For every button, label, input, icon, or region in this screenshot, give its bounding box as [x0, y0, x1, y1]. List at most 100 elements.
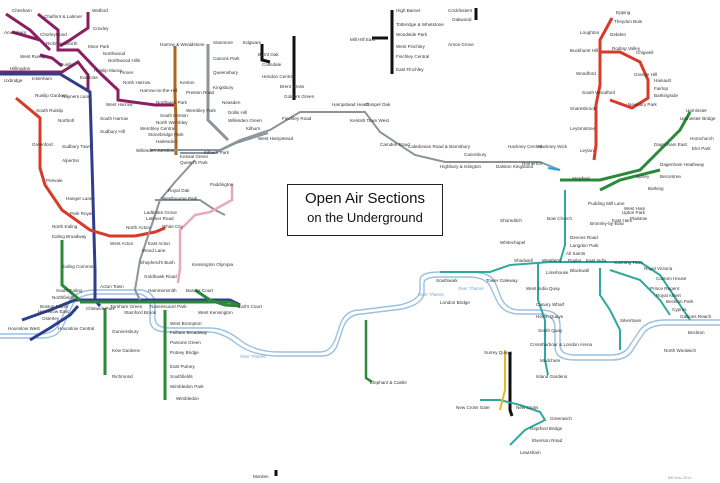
station-label: Woodside Park [396, 32, 428, 37]
station-label: Wood Lane [142, 248, 166, 253]
station-label: Beckton [688, 330, 705, 335]
station-label: Gunnersbury [112, 329, 139, 334]
station-label: West Harrow [106, 102, 133, 107]
station-label: Upney [636, 174, 650, 179]
station-label: Harrow & Wealdstone [160, 42, 205, 47]
station-label: Kilburn Park [204, 150, 230, 155]
station-label: Hammersmith [148, 288, 177, 293]
station-label: Arnos Grove [448, 42, 474, 47]
north-london-line [133, 111, 561, 301]
station-label: Chalfont & Latimer [44, 14, 83, 19]
station-label: Goldhawk Road [144, 274, 177, 279]
station-label: Fulham Broadway [170, 330, 208, 335]
jubilee-line [206, 44, 230, 142]
station-label: Woodford [576, 71, 596, 76]
station-label: Burnt Oak [258, 52, 279, 57]
station-label: Wimbledon Park [170, 384, 204, 389]
central-line [15, 96, 166, 238]
station-label: Stanmore [213, 40, 233, 45]
station-label: Fairlop [654, 86, 668, 91]
river-label-1: River Thames [240, 354, 267, 359]
station-label: Canning Town [614, 260, 643, 265]
district-east [560, 111, 692, 192]
station-label: Canonbury [464, 152, 487, 157]
station-label: Perivale [46, 178, 63, 183]
station-label: South Ealing [56, 288, 82, 293]
station-label: Kew Gardens [112, 348, 141, 353]
station-label: Latimer Road [146, 216, 174, 221]
station-label: Pinner [120, 70, 134, 75]
station-label: Dalston Kingsland [496, 164, 533, 169]
station-label: Paddington [210, 182, 234, 187]
station-label: Custom House [656, 276, 687, 281]
station-label: Greenford [32, 142, 53, 147]
northern-line [260, 8, 514, 476]
station-label: Greenwich [550, 416, 572, 421]
station-label: North Wembley [156, 120, 188, 125]
title-line-1: Open Air Sections [304, 190, 426, 207]
station-label: Parsons Green [170, 340, 201, 345]
station-label: Prince Regent [650, 286, 680, 291]
station-label: Island Gardens [536, 374, 568, 379]
station-label: North Woolwich [664, 348, 697, 353]
station-label: Whitechapel [500, 240, 525, 245]
station-label: Barkingside [654, 93, 678, 98]
station-label: Tower Gateway [486, 278, 518, 283]
station-label: West Finchley [396, 44, 425, 49]
station-labels: Chesham Watford Chalfont & Latimer Croxl… [4, 8, 716, 479]
station-label: White City [162, 224, 184, 229]
station-label: Kensal Green [180, 154, 209, 159]
station-label: Stamford Brook [124, 310, 157, 315]
station-label: East Finchley [396, 67, 424, 72]
station-label: Eastcote [80, 75, 98, 80]
station-label: Edgware [243, 40, 262, 45]
station-label: Camden Road [380, 142, 410, 147]
station-label: Leyton [580, 148, 594, 153]
station-label: Newbury Park [628, 102, 658, 107]
station-label: Pudding Mill Lane [588, 201, 625, 206]
station-label: High Barnet [396, 8, 421, 13]
station-label: Poplar [568, 258, 582, 263]
station-label: Upminster [686, 108, 707, 113]
station-label: Chorleywood [40, 32, 67, 37]
station-label: Rayners Lane [62, 94, 91, 99]
station-label: Westferry [542, 258, 562, 263]
station-label: Becontree [660, 174, 681, 179]
station-label: Stratford [572, 176, 590, 181]
station-label: Hackney Central [508, 144, 542, 149]
station-label: Theydon Bois [614, 19, 643, 24]
station-label: Southwark [436, 278, 458, 283]
station-label: Hornchurch [690, 136, 714, 141]
station-label: South Kenton [160, 113, 188, 118]
station-label: West Ruislip [20, 54, 46, 59]
station-label: Canary Wharf [536, 302, 565, 307]
east-london-line [499, 350, 506, 411]
station-label: North Harrow [123, 80, 151, 85]
station-label: Finchley Central [396, 54, 429, 59]
station-label: Queensbury [213, 70, 239, 75]
station-label: Elverson Road [532, 438, 563, 443]
station-label: Cyprus [672, 307, 687, 312]
station-label: Boston Manor [40, 304, 69, 309]
elephant-line [364, 320, 373, 384]
station-label: Sudbury Hill [100, 129, 125, 134]
station-label: Dollis Hill [228, 110, 247, 115]
station-label: Gallions Reach [680, 314, 712, 319]
station-label: West Kensington [198, 310, 233, 315]
station-label: Blackwall [570, 268, 589, 273]
station-label: Wimbledon [176, 396, 199, 401]
station-label: Hampstead Heath [332, 102, 369, 107]
metropolitan-line [0, 12, 175, 107]
station-label: Morden [253, 474, 269, 479]
station-label: Watford [92, 8, 108, 13]
victoria-line [547, 167, 561, 171]
station-label: Willesden Junction [136, 148, 175, 153]
station-label: Westbourne Park [162, 196, 198, 201]
station-label: Hendon Central [262, 74, 294, 79]
station-label: Limehouse [546, 270, 569, 275]
station-label: Bromley-by-Bow [590, 221, 624, 226]
station-label: Kenton [180, 80, 195, 85]
station-label: Acton Town [100, 284, 124, 289]
